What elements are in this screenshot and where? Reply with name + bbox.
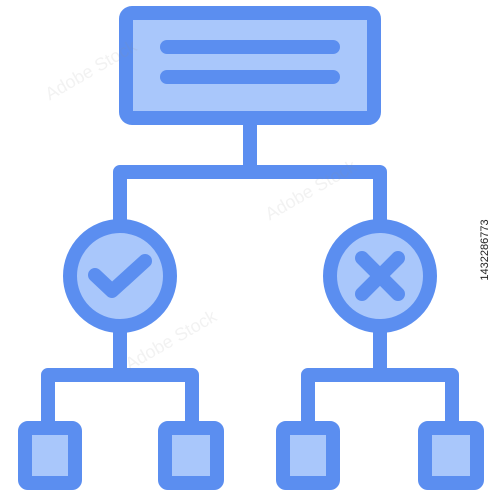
leaf-node-1-icon <box>18 421 82 490</box>
leaf-node-2-icon <box>158 421 224 490</box>
leaf-node-4-icon <box>418 421 484 490</box>
stock-id-label: 1432286773 <box>479 219 491 281</box>
leaf-node-3-icon <box>276 421 340 490</box>
top-connector-line <box>113 111 387 237</box>
right-connector-line <box>301 315 459 435</box>
x-circle-icon <box>323 219 437 333</box>
check-circle-icon <box>63 219 177 333</box>
left-connector-line <box>41 315 199 435</box>
document-box-icon <box>119 6 381 125</box>
